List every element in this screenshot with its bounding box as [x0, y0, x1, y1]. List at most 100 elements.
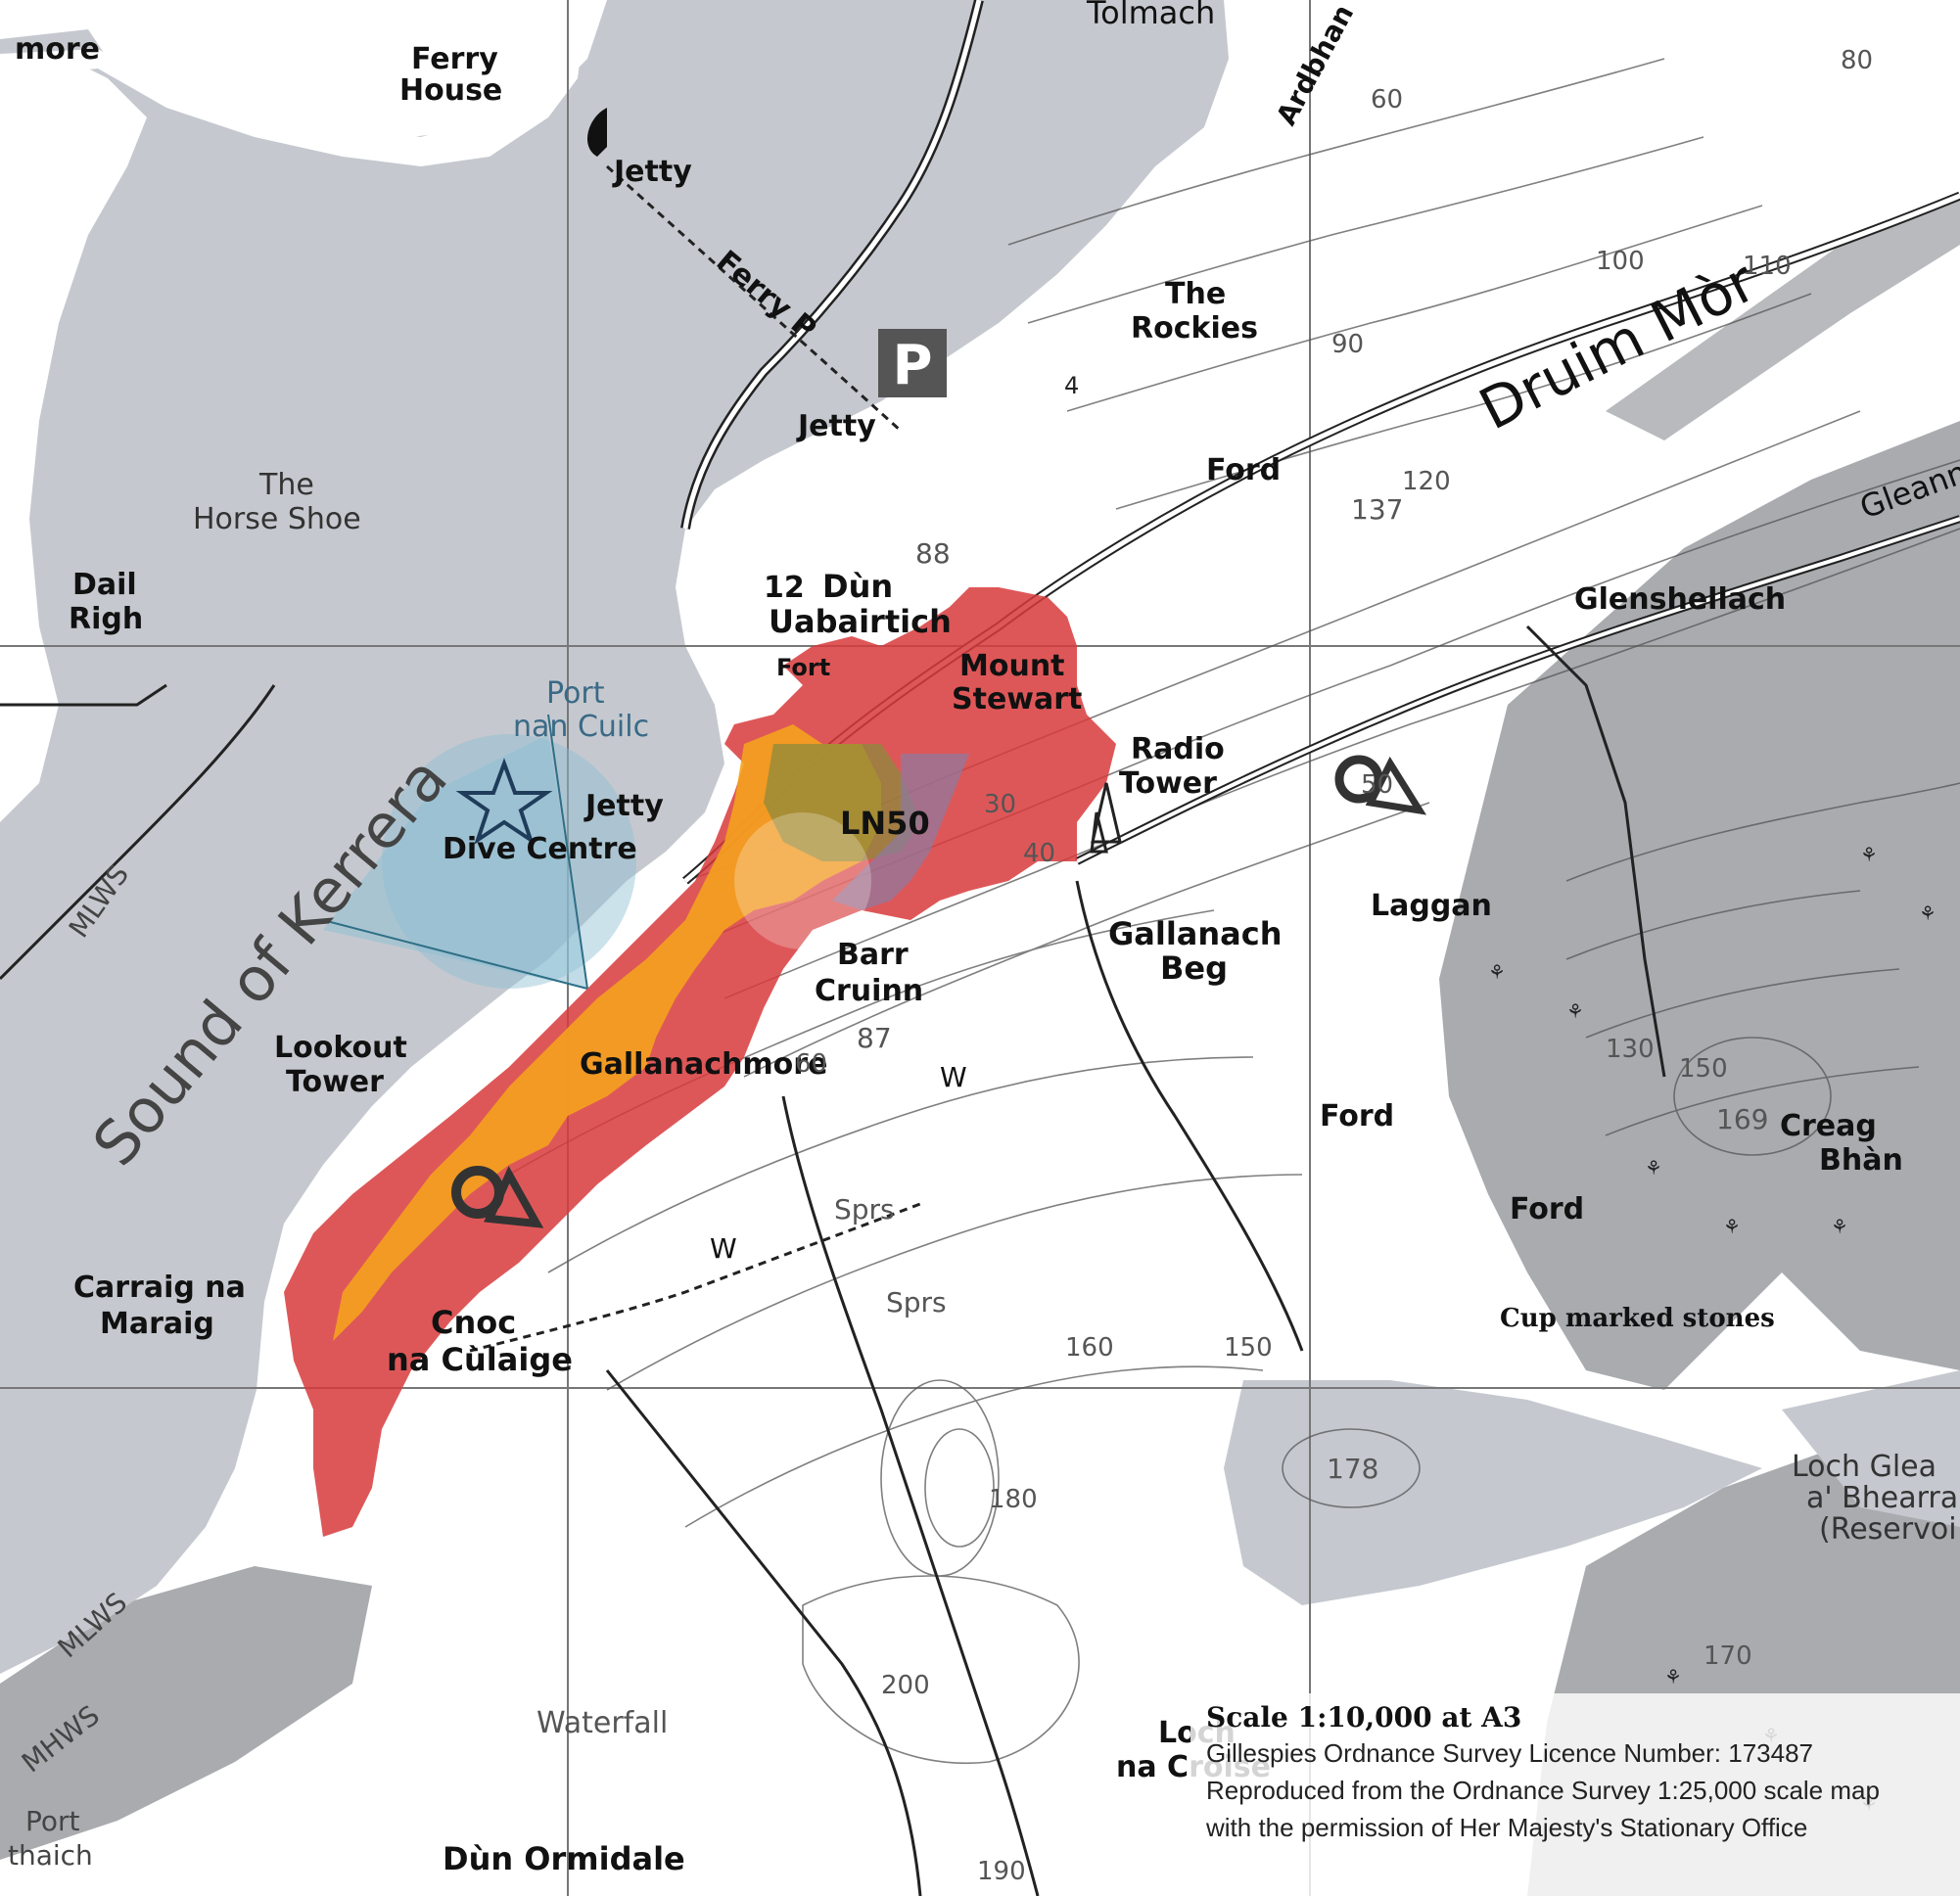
- label-ferry-house-2: House: [399, 73, 502, 108]
- label-barr-cruinn-1: Barr: [837, 938, 909, 972]
- north-shore: [0, 0, 587, 166]
- height-178: 178: [1327, 1453, 1378, 1485]
- label-gallanach-beg-2: Beg: [1160, 949, 1228, 987]
- label-lookout-tower-2: Tower: [286, 1065, 384, 1099]
- label-mount-stewart-1: Mount: [959, 649, 1065, 683]
- zone-orange: [333, 724, 881, 1341]
- parking-label: P: [892, 334, 932, 397]
- star-icon[interactable]: [455, 758, 553, 845]
- label-ford-1: Ford: [1206, 453, 1281, 487]
- label-laggan: Laggan: [1371, 889, 1492, 923]
- label-glenshellach: Glenshellach: [1574, 582, 1786, 617]
- label-ln50[interactable]: LN50: [840, 805, 930, 842]
- ferry-route: [605, 164, 903, 433]
- svg-text:⚘: ⚘: [1664, 1665, 1682, 1688]
- map-credit-panel: Scale 1:10,000 at A3 Gillespies Ordnance…: [1190, 1693, 1960, 1896]
- height-190: 190: [977, 1857, 1026, 1886]
- licence-label: Gillespies Ordnance Survey Licence Numbe…: [1206, 1738, 1814, 1768]
- reservoir-east: [1782, 1370, 1960, 1527]
- label-dun-uabairtich-1: Dùn: [822, 568, 893, 605]
- viewshed-lines: [322, 714, 588, 990]
- label-mount-stewart-2: Stewart: [952, 682, 1082, 717]
- label-dail-righ-1: Dail: [72, 568, 137, 602]
- height-130: 130: [1606, 1035, 1655, 1064]
- loch-gleann-a-bhearrain: [1224, 1380, 1762, 1605]
- label-gallanachmore: Gallanachmore: [580, 1047, 827, 1082]
- viewshed-circle: [382, 734, 636, 989]
- zone-highlight: [734, 812, 871, 949]
- height-80: 80: [1841, 46, 1873, 75]
- label-jetty-mid: Jetty: [796, 409, 876, 443]
- kerrera-island-shore: [0, 54, 147, 822]
- label-barr-cruinn-2: Cruinn: [815, 974, 923, 1008]
- label-creag-bhan-2: Bhàn: [1819, 1143, 1903, 1178]
- label-cup-marked-stones: Cup marked stones: [1500, 1304, 1775, 1333]
- label-dun-ormidale: Dùn Ormidale: [443, 1840, 685, 1877]
- label-radio-tower-1: Radio: [1131, 732, 1225, 766]
- forest-strip-north: [1606, 196, 1960, 440]
- label-cnoc-na-culaige-1: Cnoc: [431, 1304, 516, 1341]
- svg-text:⚘: ⚘: [1831, 1215, 1848, 1238]
- label-port-nan-cuilc-1: Port: [546, 676, 605, 711]
- label-dail-righ-2: Righ: [69, 602, 143, 636]
- label-jetty-top: Jetty: [612, 155, 692, 189]
- sound-of-kerrera: [0, 0, 1229, 1674]
- label-jetty-dive: Jetty: [583, 789, 664, 823]
- label-the-rockies-1: The: [1165, 277, 1226, 311]
- label-w-2: W: [710, 1232, 737, 1265]
- height-90: 90: [1331, 330, 1364, 359]
- height-170: 170: [1703, 1642, 1752, 1671]
- height-180: 180: [989, 1485, 1038, 1514]
- height-60b: 60: [795, 1049, 827, 1079]
- height-87: 87: [857, 1022, 892, 1054]
- label-horse-shoe-1: The: [258, 468, 314, 502]
- label-lookout-tower-1: Lookout: [274, 1031, 407, 1065]
- zone-purple: [832, 754, 969, 910]
- reproduced-label: Reproduced from the Ordnance Survey 1:25…: [1206, 1776, 1880, 1805]
- label-creag-bhan-1: Creag: [1780, 1109, 1877, 1143]
- label-carraig-na-maraig-1: Carraig na: [73, 1271, 246, 1305]
- svg-text:⚘: ⚘: [1860, 843, 1878, 866]
- height-labels: 60 80 90 100 110 120 137 88 30 40 50 87 …: [795, 46, 1873, 1886]
- height-50: 50: [1361, 770, 1393, 800]
- height-160: 160: [1065, 1333, 1114, 1363]
- height-150b: 150: [1224, 1333, 1273, 1363]
- height-200: 200: [881, 1671, 930, 1700]
- label-fort: Fort: [776, 654, 830, 681]
- label-ford-3: Ford: [1510, 1192, 1584, 1226]
- svg-text:⚘: ⚘: [1723, 1215, 1741, 1238]
- height-169: 169: [1716, 1103, 1768, 1135]
- label-ferry-house-1: Ferry: [411, 42, 498, 76]
- height-30: 30: [984, 790, 1016, 819]
- label-the-rockies-2: Rockies: [1131, 311, 1258, 346]
- label-waterfall: Waterfall: [537, 1706, 668, 1740]
- forest-area-southwest: [0, 1566, 372, 1860]
- viewpoint-icon-2[interactable]: [1334, 755, 1427, 815]
- scale-label: Scale 1:10,000 at A3: [1206, 1701, 1522, 1734]
- label-horse-shoe-2: Horse Shoe: [193, 502, 361, 536]
- height-60: 60: [1371, 85, 1403, 115]
- label-gallanach-beg-1: Gallanach: [1108, 915, 1283, 952]
- label-port-nan-cuilc-2: nan Cuilc: [513, 710, 649, 744]
- label-sprs-2: Sprs: [886, 1286, 947, 1318]
- height-137: 137: [1351, 493, 1403, 526]
- label-ford-2: Ford: [1320, 1099, 1394, 1133]
- svg-text:⚘: ⚘: [1919, 902, 1937, 925]
- label-loch-gleann-2: a' Bhearrai: [1806, 1481, 1960, 1515]
- svg-text:⚘: ⚘: [1488, 960, 1506, 984]
- radio-tower-icon: [1090, 782, 1122, 854]
- height-110: 110: [1743, 252, 1792, 281]
- label-carraig-na-maraig-2: Maraig: [100, 1307, 214, 1341]
- parking-icon[interactable]: P: [878, 329, 947, 397]
- viewpoint-icon[interactable]: [451, 1166, 544, 1228]
- label-tolmach: Tolmach: [1086, 0, 1215, 31]
- label-port-bottom-1: Port: [25, 1805, 80, 1837]
- zone-olive: [764, 744, 920, 861]
- label-loch-gleann-3: (Reservoi: [1819, 1512, 1957, 1547]
- phone-icon: [586, 108, 607, 157]
- svg-text:⚘: ⚘: [1566, 999, 1584, 1023]
- svg-text:⚘: ⚘: [1645, 1156, 1662, 1179]
- label-dun-uabairtich-2: Uabairtich: [769, 603, 952, 640]
